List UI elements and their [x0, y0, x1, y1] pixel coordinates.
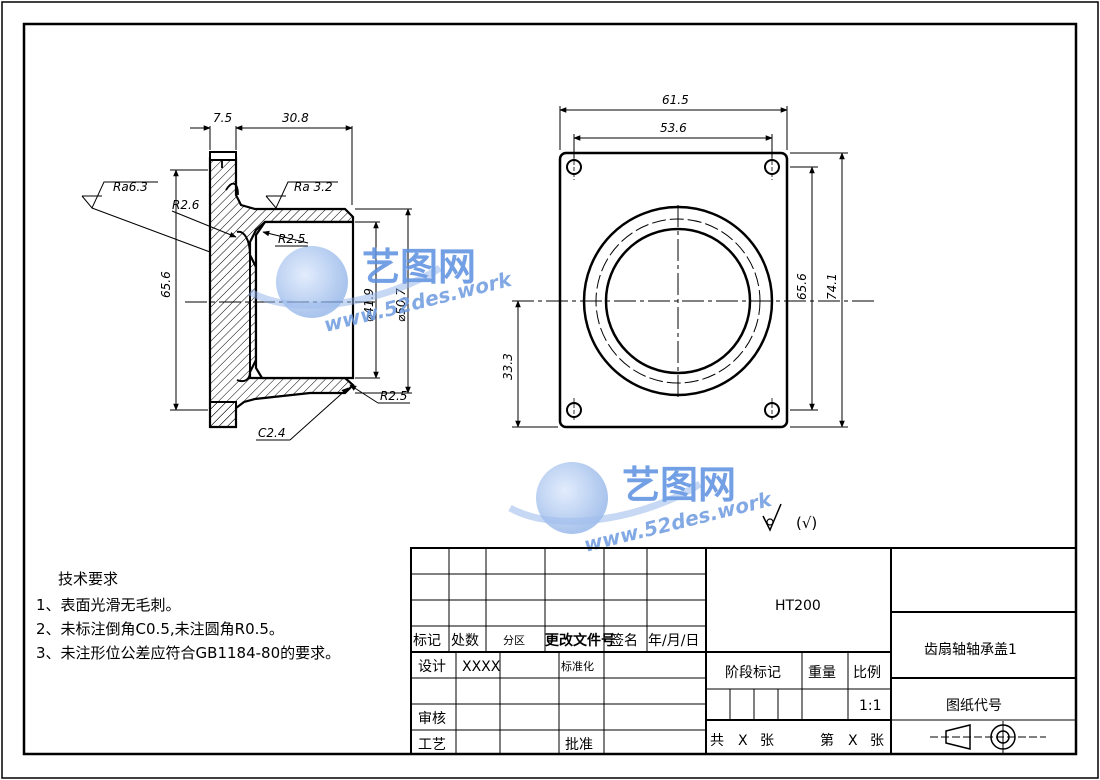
review-label: 审核 [418, 711, 446, 727]
sheet-no-unit: 张 [870, 733, 884, 749]
designer-value: XXXX [462, 659, 501, 675]
dim-height: 65.6 [159, 271, 173, 298]
drawing-code-label: 图纸代号 [946, 698, 1002, 714]
svg-text:艺图网: 艺图网 [622, 463, 736, 507]
watermark-bottom: 艺图网 www.52des.work [508, 462, 775, 557]
sheet-no-label: 第 [820, 732, 834, 749]
groove-outline [236, 230, 251, 383]
scale-value: 1:1 [859, 698, 882, 714]
stage-label: 阶段标记 [725, 665, 781, 681]
title-block [410, 547, 1077, 755]
dim-radius-outer: R2.6 [172, 198, 200, 212]
dim-body-length: 30.8 [282, 111, 309, 125]
dim-bore-large: ⌀50.7 [394, 288, 408, 322]
front-view: 61.5 53.6 65.6 74.1 33.3 [501, 93, 875, 429]
tech-requirement-1: 1、表面光滑无毛刺。 [36, 596, 181, 614]
approve-label: 批准 [565, 737, 593, 753]
dim-plate-height: 74.1 [825, 273, 839, 300]
tech-requirements: 技术要求 1、表面光滑无毛刺。 2、未标注倒角C0.5,未注圆角R0.5。 3、… [36, 570, 340, 662]
tech-requirements-title: 技术要求 [58, 570, 118, 588]
material-value: HT200 [775, 598, 821, 614]
dim-flange-thickness: 7.5 [213, 111, 232, 125]
flange-top [209, 151, 237, 161]
dim-hole-height: 65.6 [795, 273, 809, 300]
rev-header-sign: 签名 [610, 632, 638, 649]
svg-text:艺图网: 艺图网 [362, 245, 476, 289]
plate-outline [558, 151, 789, 429]
sheet-total-unit: 张 [760, 733, 774, 749]
dim-radius-inner-bottom: R2.5 [380, 389, 407, 403]
tech-requirement-3: 3、未注形位公差应符合GB1184-80的要求。 [36, 644, 340, 662]
dim-center-height: 33.3 [501, 353, 515, 380]
flange-bottom [209, 401, 237, 428]
tech-requirement-2: 2、未标注倒角C0.5,未注圆角R0.5。 [36, 620, 284, 638]
svg-text:Ra6.3: Ra6.3 [113, 180, 148, 194]
watermark-top: 艺图网 www.52des.work [248, 245, 515, 337]
general-roughness-symbol: (√) [762, 503, 817, 532]
watermark-globe-icon [276, 246, 348, 318]
watermark-globe-icon-2 [536, 462, 608, 534]
dim-plate-width: 61.5 [662, 93, 689, 107]
svg-text:(√): (√) [796, 514, 817, 532]
sheet-total-label: 共 [710, 733, 724, 749]
dim-chamfer: C2.4 [258, 426, 285, 440]
rev-header-zone: 分区 [503, 634, 525, 647]
roughness-symbol-top: Ra 3.2 [265, 180, 338, 209]
title-block-text: HT200 齿扇轴轴承盖1 图纸代号 标记 处数 分区 更改文件号 签名 年/月… [413, 598, 1017, 753]
standardize-label: 标准化 [561, 659, 594, 673]
weight-label: 重量 [808, 665, 836, 681]
rev-header-date: 年/月/日 [648, 633, 699, 649]
dim-radius-inner-top: R2.5 [278, 232, 305, 246]
sheet-no-value: X [848, 733, 858, 749]
part-name: 齿扇轴轴承盖1 [924, 642, 1017, 658]
scale-label: 比例 [853, 665, 881, 681]
process-label: 工艺 [418, 737, 446, 753]
dim-hole-spacing: 53.6 [660, 121, 687, 135]
sheet-total-value: X [738, 733, 748, 749]
projection-symbol-icon [930, 721, 1046, 753]
svg-text:Ra 3.2: Ra 3.2 [294, 180, 333, 194]
rev-header-doc: 更改文件号 [545, 632, 615, 649]
rev-header-mark: 标记 [413, 633, 441, 649]
design-label: 设计 [418, 659, 446, 675]
roughness-symbol-left: Ra6.3 [81, 180, 211, 253]
rev-header-count: 处数 [451, 633, 479, 649]
